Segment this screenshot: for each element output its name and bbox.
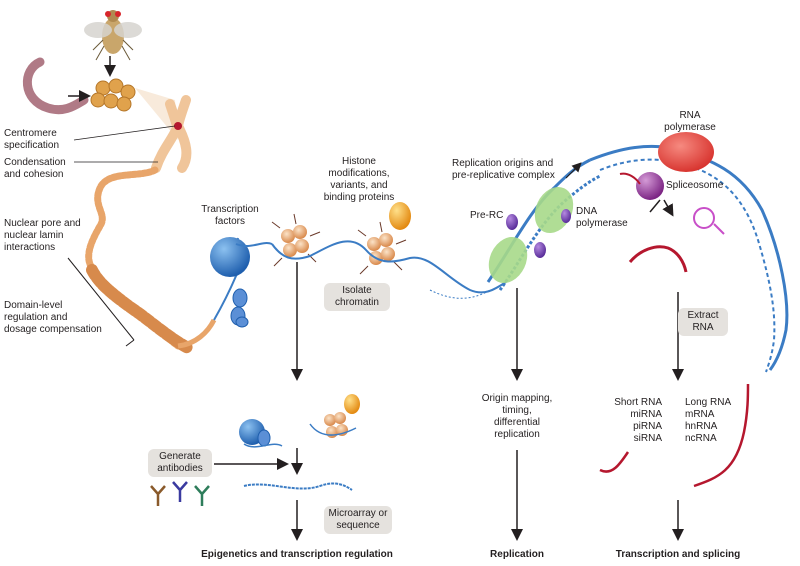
dna-fragment — [243, 482, 353, 491]
label-long-rna: Long RNA mRNA hnRNA ncRNA — [685, 397, 732, 444]
mrna-strand — [628, 245, 688, 273]
box-microarray: Microarray or sequence — [324, 506, 392, 534]
outcome-replication: Replication — [490, 549, 544, 560]
pre-rc-complex — [488, 236, 528, 284]
nucleosome-cluster-2 — [357, 221, 407, 275]
spliceosome-icon — [636, 172, 664, 200]
domain-bracket — [67, 257, 135, 341]
chromatin-fiber — [85, 166, 182, 350]
short-rna-strand — [599, 451, 630, 473]
binding-protein-icon — [389, 202, 411, 230]
label-short-rna: Short RNA miRNA piRNA siRNA — [614, 397, 662, 444]
label-origin-mapping: Origin mapping, timing, differential rep… — [481, 393, 553, 440]
nucleosome-small — [230, 288, 249, 328]
outcome-epigenetics: Epigenetics and transcription regulation — [201, 549, 393, 560]
label-spliceosome: Spliceosome — [666, 180, 724, 191]
nucleosome-cluster-1 — [271, 213, 321, 267]
label-dna-polymerase: DNA polymerase — [576, 206, 628, 229]
outcome-transcription: Transcription and splicing — [615, 549, 741, 560]
lariat-rna — [693, 207, 715, 229]
label-histone: Histone modifications, variants, and bin… — [323, 156, 395, 203]
label-condensation: Condensation and cohesion — [4, 157, 66, 180]
box-generate-antibodies: Generate antibodies — [148, 449, 212, 477]
label-transcription-factors: Transcription factors — [201, 204, 259, 227]
dna-polymerase-complex — [534, 186, 574, 234]
dna-helix — [589, 144, 789, 371]
label-pre-rc: Pre-RC — [470, 210, 504, 221]
embryo-cells-icon — [90, 78, 136, 112]
label-centromere: Centromere specification — [4, 128, 60, 151]
label-replication-origins: Replication origins and pre-replicative … — [452, 158, 555, 181]
box-extract-rna: Extract RNA — [678, 308, 728, 336]
long-rna-strand — [693, 383, 750, 488]
rna-polymerase-icon — [658, 132, 714, 172]
label-rna-polymerase: RNA polymerase — [664, 110, 716, 133]
chromosome-icon — [151, 95, 192, 173]
label-domain-level: Domain-level regulation and dosage compe… — [4, 300, 102, 335]
antibody-icons — [150, 481, 210, 506]
worm-icon — [22, 57, 89, 115]
bound-nucleosome — [309, 394, 360, 438]
transcription-factor-icon — [210, 237, 250, 277]
box-isolate-chromatin: Isolate chromatin — [324, 283, 390, 311]
fruit-fly-icon — [84, 10, 142, 61]
label-nuclear-pore: Nuclear pore and nuclear lamin interacti… — [4, 218, 81, 253]
